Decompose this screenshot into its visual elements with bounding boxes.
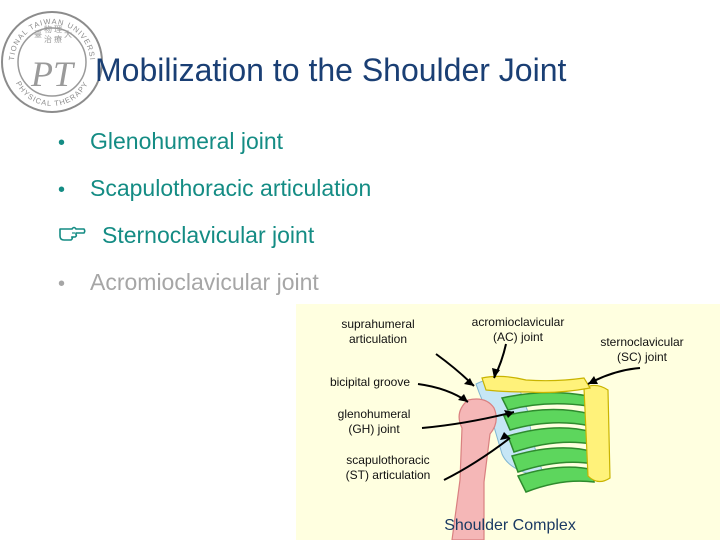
university-seal-logo: NATIONAL TAIWAN UNIVERSITY PHYSICAL THER… (0, 0, 103, 113)
label-suprahumeral-2: articulation (349, 332, 407, 346)
label-sc-1: sternoclavicular (600, 335, 683, 349)
label-bicipital: bicipital groove (330, 375, 410, 389)
clavicle-shape (481, 375, 591, 394)
label-st-2: (ST) articulation (346, 468, 431, 482)
bullet-marker: • (58, 179, 66, 201)
seal-char-2: 大 (64, 29, 72, 39)
ac-arrowhead (492, 368, 500, 378)
hand-pointing-right-icon (58, 222, 102, 249)
bullet-scapulothoracic: • Scapulothoracic articulation (58, 175, 371, 222)
humerus-shape (451, 398, 497, 541)
bullet-glenohumeral: • Glenohumeral joint (58, 128, 371, 175)
label-suprahumeral-1: suprahumeral (341, 317, 414, 331)
bullet-marker: • (58, 273, 66, 295)
sternum-shape (583, 384, 611, 483)
label-gh-2: (GH) joint (348, 422, 400, 436)
label-ac-1: acromioclavicular (472, 315, 565, 329)
bullet-marker: • (58, 132, 66, 154)
bicipital-arrowhead (458, 394, 468, 402)
gh-arrowhead (504, 410, 514, 418)
shoulder-diagram: suprahumeral articulation acromioclavicu… (296, 304, 720, 541)
bullet-text: Glenohumeral joint (90, 128, 284, 154)
label-ac-2: (AC) joint (493, 330, 544, 344)
slide-title: Mobilization to the Shoulder Joint (95, 52, 567, 88)
bullet-sternoclavicular: Sternoclavicular joint (54, 222, 371, 269)
label-sc-2: (SC) joint (617, 350, 668, 364)
figure-caption: Shoulder Complex (444, 517, 576, 534)
seal-char-1: 臺 (34, 29, 42, 39)
bullet-text: Scapulothoracic articulation (90, 175, 372, 201)
bullet-text: Sternoclavicular joint (102, 222, 315, 248)
seal-char-6: 療 (54, 34, 62, 44)
suprahumeral-arrowhead (464, 378, 474, 386)
bullet-list: • Glenohumeral joint • Scapulothoracic a… (58, 128, 371, 316)
gh-arrow (421, 411, 515, 429)
st-arrow (443, 437, 511, 481)
label-gh-1: glenohumeral (338, 407, 411, 421)
st-arrowhead (500, 432, 510, 440)
sc-arrowhead (588, 376, 598, 384)
seal-char-5: 治 (44, 34, 52, 44)
seal-char-4: 理 (54, 25, 62, 34)
bullet-acromioclavicular: • Acromioclavicular joint (58, 269, 371, 316)
bullet-text: Acromioclavicular joint (90, 269, 319, 295)
label-st-1: scapulothoracic (346, 453, 429, 467)
shoulder-complex-figure: suprahumeral articulation acromioclavicu… (296, 304, 720, 541)
seal-char-3: 物 (44, 24, 52, 34)
seal-monogram: PT (30, 54, 76, 94)
